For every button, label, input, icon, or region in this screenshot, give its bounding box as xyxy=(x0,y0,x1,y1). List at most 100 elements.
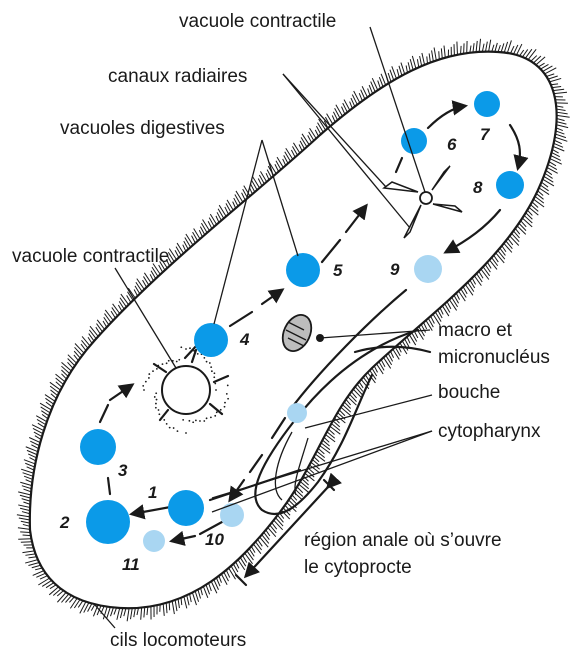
num-3: 3 xyxy=(118,461,128,480)
cilium xyxy=(185,238,191,248)
cilium xyxy=(331,423,340,430)
stipple-dot xyxy=(224,406,226,408)
cilium xyxy=(545,68,557,74)
cilium xyxy=(299,484,309,492)
cilium xyxy=(201,223,207,233)
vacuole-5 xyxy=(286,253,320,287)
cilium xyxy=(489,40,491,52)
cilium xyxy=(524,215,532,223)
stipple-dot xyxy=(166,362,168,364)
cilium xyxy=(402,341,408,351)
cilium xyxy=(198,590,201,599)
stipple-dot xyxy=(227,385,229,387)
stipple-dot xyxy=(185,348,187,350)
cilium xyxy=(522,218,532,227)
cilium xyxy=(369,85,372,94)
cilium xyxy=(50,382,61,390)
cilium xyxy=(130,608,132,619)
cilium xyxy=(355,387,362,395)
vacuole-7 xyxy=(474,91,500,117)
cilium xyxy=(348,397,357,405)
cilium xyxy=(23,489,31,492)
cilium xyxy=(473,43,474,52)
cilium xyxy=(422,53,425,65)
label-macro: macro et xyxy=(438,320,513,341)
cilium xyxy=(270,525,277,533)
cilium xyxy=(144,607,145,617)
cilium xyxy=(177,243,183,253)
cilium xyxy=(336,105,343,116)
cilium xyxy=(496,253,504,263)
cilium xyxy=(227,200,233,210)
cilium xyxy=(90,326,98,336)
cilium xyxy=(457,42,458,55)
cilium xyxy=(476,41,477,52)
num-8: 8 xyxy=(473,178,483,197)
cilium xyxy=(50,386,59,393)
stipple-dot xyxy=(197,353,199,355)
stipple-dot xyxy=(226,393,228,395)
cilium xyxy=(507,40,511,53)
cilium xyxy=(399,66,402,76)
cilium xyxy=(226,570,230,577)
cilium xyxy=(420,56,422,66)
cilium xyxy=(498,251,505,260)
label-bouche: bouche xyxy=(438,382,500,403)
cilium xyxy=(310,128,317,138)
cilium xyxy=(210,214,216,224)
cilium xyxy=(440,308,443,315)
label-micronucleus: micronucléus xyxy=(438,347,550,368)
cilium xyxy=(388,73,391,82)
cilium xyxy=(163,604,164,616)
cilium xyxy=(199,230,202,237)
cilium xyxy=(410,59,413,70)
cilium xyxy=(535,196,544,203)
cilium xyxy=(31,445,38,449)
cilium xyxy=(377,364,384,374)
cilium xyxy=(38,578,49,585)
cilium xyxy=(178,599,179,608)
vacuole-3 xyxy=(80,429,116,465)
vacuole-cytopharynx xyxy=(287,403,307,423)
cilium xyxy=(481,269,489,279)
cilium xyxy=(216,578,220,586)
num-10: 10 xyxy=(205,530,224,549)
stipple-dot xyxy=(155,392,157,394)
stipple-dot xyxy=(215,389,217,391)
cilium xyxy=(495,43,497,52)
cilium xyxy=(25,560,38,563)
label-cytopharynx: cytopharynx xyxy=(438,421,541,442)
cilium xyxy=(175,600,177,611)
stipple-dot xyxy=(210,416,212,418)
stipple-dot xyxy=(158,409,160,411)
stipple-dot xyxy=(214,415,216,417)
stipple-dot xyxy=(158,413,160,415)
cilium xyxy=(285,152,291,162)
stipple-dot xyxy=(155,403,157,405)
cilium xyxy=(479,39,480,52)
cilium xyxy=(320,446,331,454)
cilium xyxy=(546,74,554,77)
cilium xyxy=(452,297,458,306)
cilium xyxy=(439,51,440,59)
cilium xyxy=(327,432,335,438)
cilium xyxy=(397,69,399,77)
stipple-dot xyxy=(214,372,216,374)
cilium xyxy=(401,63,405,75)
cilium xyxy=(107,607,110,618)
cilium xyxy=(194,229,200,239)
cilium xyxy=(18,492,31,495)
cilium xyxy=(22,551,34,553)
stipple-dot xyxy=(220,409,222,411)
cilium xyxy=(330,426,340,434)
stipple-dot xyxy=(182,419,184,421)
num-1: 1 xyxy=(148,483,157,502)
cilium xyxy=(245,553,253,564)
cilium xyxy=(359,93,362,101)
cilium xyxy=(434,47,436,60)
cilium xyxy=(120,608,122,618)
cilium xyxy=(211,581,217,593)
stipple-dot xyxy=(178,359,180,361)
stipple-dot xyxy=(199,420,201,422)
cilium xyxy=(344,100,350,111)
